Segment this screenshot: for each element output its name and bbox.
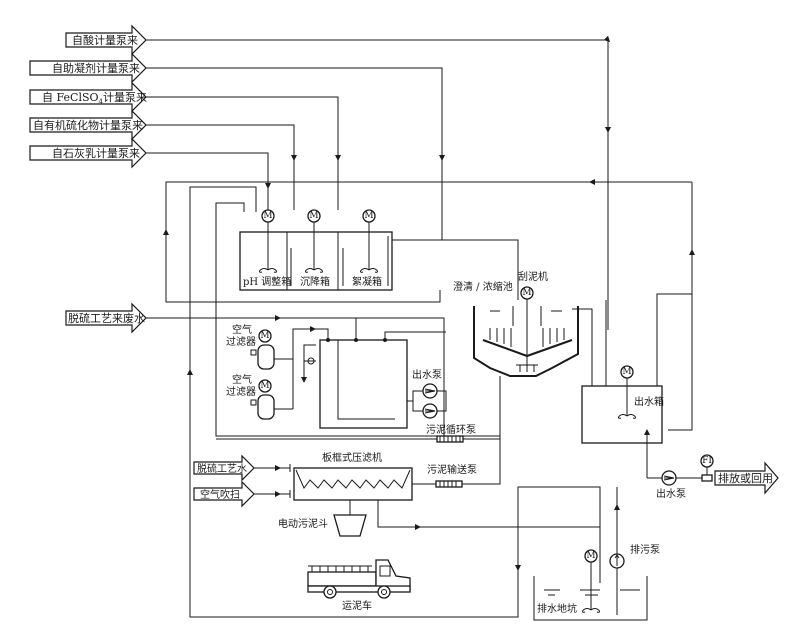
input-wastewater-label: 脱硫工艺来废水	[68, 311, 145, 325]
svg-text:M: M	[364, 211, 373, 221]
svg-text:污泥输送泵: 污泥输送泵	[427, 463, 477, 476]
valve-icon	[307, 357, 315, 365]
svg-text:M: M	[309, 211, 318, 221]
svg-text:刮泥机: 刮泥机	[518, 270, 548, 283]
output-discharge: 排放或回用	[714, 461, 779, 495]
screw-pump-icon	[436, 435, 464, 443]
outlet-pump-left: 出水泵	[407, 368, 447, 419]
drain-pump: 排污泵	[609, 487, 660, 615]
outlet-pump-right: 出水泵	[647, 470, 704, 500]
truck-icon	[307, 571, 377, 587]
motor-icon	[258, 329, 272, 343]
svg-text:出水泵: 出水泵	[656, 487, 686, 500]
ph-tank: M pH 调整箱	[243, 209, 291, 288]
agitator-icon	[360, 267, 378, 273]
input-fecl-label: 自 FeClSO4计量泵来	[42, 91, 147, 106]
svg-text:M: M	[263, 211, 272, 221]
svg-text:M: M	[586, 551, 595, 561]
svg-text:FI: FI	[702, 456, 712, 466]
input-sulfide-label: 自有机硫化物计量泵来	[33, 118, 143, 132]
input-fecl: 自 FeClSO4计量泵来	[29, 81, 147, 113]
motor-icon	[258, 379, 272, 393]
input-process-water: 脱硫工艺水	[193, 454, 290, 482]
svg-text:板框式压滤机: 板框式压滤机	[322, 451, 382, 464]
settling-tank-label: 沉降箱	[300, 275, 330, 288]
agitator-icon	[618, 413, 636, 419]
svg-text:空气吹扫: 空气吹扫	[200, 488, 240, 501]
svg-text:脱硫工艺水: 脱硫工艺水	[197, 462, 247, 475]
agitator-icon	[582, 607, 600, 613]
svg-text:排水地坑: 排水地坑	[537, 602, 577, 615]
filter-tank	[319, 338, 408, 429]
input-acid: 自酸计量泵来	[65, 24, 147, 56]
hopper-icon	[333, 514, 367, 537]
svg-text:空气: 空气	[232, 373, 252, 386]
air-filter-icon	[257, 394, 275, 420]
input-lime-label: 自石灰乳计量泵来	[52, 146, 140, 160]
svg-text:过滤器: 过滤器	[226, 335, 256, 348]
filter-piping	[292, 318, 446, 409]
input-air-purge: 空气吹扫	[193, 480, 290, 508]
input-acid-label: 自酸计量泵来	[72, 33, 138, 47]
svg-text:M: M	[522, 288, 531, 298]
air-filter-1: 空气 过滤器 M	[226, 323, 293, 370]
svg-text:出水泵: 出水泵	[412, 368, 442, 381]
flocculation-tank: M 絮凝箱	[352, 209, 382, 288]
flow-indicator: FI	[700, 454, 714, 482]
flocculation-tank-label: 絮凝箱	[352, 275, 382, 288]
svg-text:M: M	[260, 381, 269, 391]
clarifier: 澄清 / 浓缩池 刮泥机 M	[453, 270, 593, 480]
svg-text:排污泵: 排污泵	[630, 543, 660, 556]
agitator-icon	[305, 267, 323, 273]
outlet-tank: M 出水箱	[581, 293, 692, 478]
input-coagulant-label: 自助凝剂计量泵来	[52, 61, 140, 75]
filter-press: 板框式压滤机	[289, 451, 600, 528]
svg-text:M: M	[622, 367, 631, 377]
ph-tank-label: pH 调整箱	[243, 275, 291, 288]
return-line	[189, 486, 601, 618]
svg-text:空气: 空气	[232, 323, 252, 336]
input-lime: 自石灰乳计量泵来	[29, 137, 147, 169]
air-filter-icon	[257, 344, 275, 370]
svg-text:运泥车: 运泥车	[342, 599, 372, 612]
input-wastewater: 脱硫工艺来废水	[65, 302, 445, 440]
agitator-icon	[259, 267, 277, 273]
svg-text:M: M	[260, 331, 269, 341]
settling-tank: M 沉降箱	[300, 209, 330, 288]
sludge-truck: 运泥车	[307, 559, 411, 612]
reaction-tanks: M pH 调整箱 M 沉降箱 M 絮凝箱	[239, 209, 393, 291]
svg-text:电动污泥斗: 电动污泥斗	[278, 517, 328, 530]
svg-text:澄清 / 浓缩池: 澄清 / 浓缩池	[453, 280, 513, 293]
input-sulfide: 自有机硫化物计量泵来	[29, 109, 147, 141]
output-label: 排放或回用	[718, 471, 773, 485]
chemical-feed-lines	[146, 35, 695, 562]
sludge-transfer-pump: 污泥输送泵	[427, 463, 501, 488]
svg-text:污泥循环泵: 污泥循环泵	[426, 423, 476, 436]
sludge-hopper: 电动污泥斗	[278, 514, 367, 537]
svg-text:过滤器: 过滤器	[226, 385, 256, 398]
air-filter-2: 空气 过滤器 M	[226, 373, 293, 420]
drainage-sump: M 排水地坑	[533, 549, 648, 621]
svg-text:出水箱: 出水箱	[634, 395, 664, 408]
input-coagulant: 自助凝剂计量泵来	[29, 52, 147, 84]
